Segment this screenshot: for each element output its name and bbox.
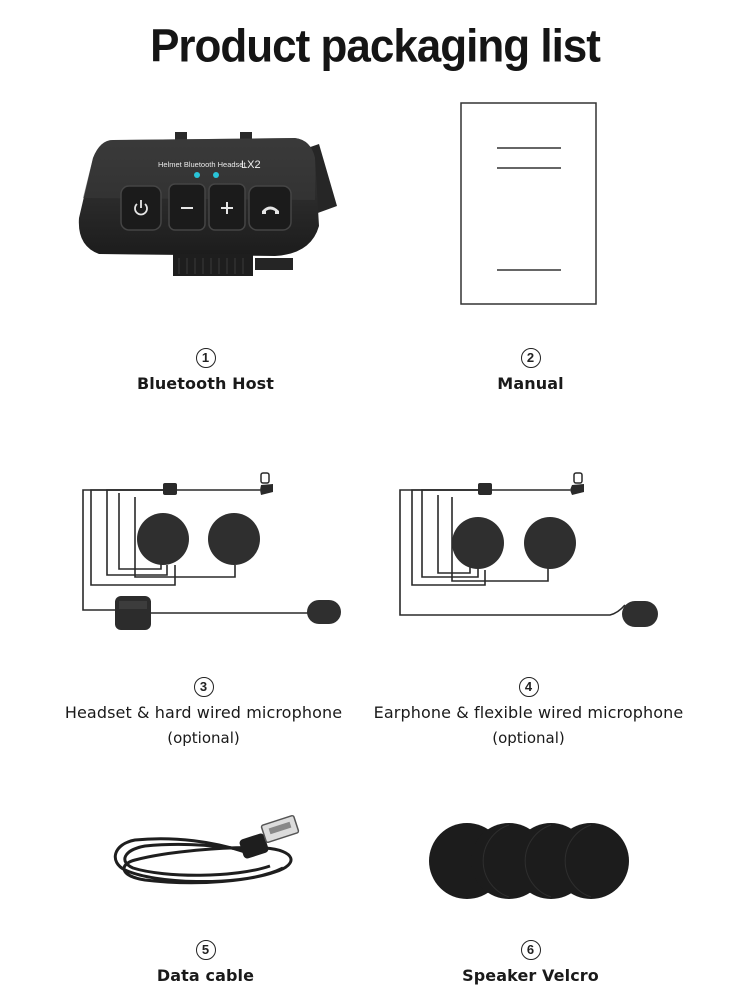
item-number: 5 — [195, 940, 216, 960]
host-model-name: LX2 — [241, 159, 261, 171]
power-icon — [134, 200, 148, 216]
item-manual: 2 Manual — [343, 348, 718, 393]
item-number: 2 — [520, 348, 541, 368]
item-label: Earphone & flexible wired microphone — [373, 703, 684, 722]
item-earphone-flexible-mic: 4 Earphone & flexible wired microphone (… — [341, 677, 716, 747]
volume-down-button[interactable] — [168, 183, 206, 231]
power-button[interactable] — [120, 185, 162, 231]
speaker-velcro-image — [429, 823, 629, 899]
headset-hard-mic-image — [82, 472, 341, 630]
data-cable-image — [113, 814, 300, 885]
item-number: 4 — [518, 677, 539, 697]
item-label: Bluetooth Host — [136, 374, 275, 393]
led-indicator-left — [194, 172, 200, 178]
bluetooth-host-image: Helmet Bluetooth Headset LX2 — [78, 132, 337, 276]
page-title: Product packaging list — [150, 20, 601, 73]
phone-icon — [262, 206, 279, 214]
item-sub-label: (optional) — [492, 729, 565, 747]
volume-up-button[interactable] — [208, 183, 246, 231]
item-data-cable: 5 Data cable — [18, 940, 393, 985]
item-number: 3 — [193, 677, 214, 697]
led-indicator-right — [213, 172, 219, 178]
item-number: 1 — [195, 348, 216, 368]
item-number: 6 — [520, 940, 541, 960]
item-speaker-velcro: 6 Speaker Velcro — [343, 940, 718, 985]
manual-image — [460, 102, 597, 305]
item-label: Headset & hard wired microphone — [64, 703, 343, 722]
item-headset-hard-mic: 3 Headset & hard wired microphone (optio… — [16, 677, 391, 747]
earphone-flexible-mic-image — [399, 472, 658, 627]
item-sub-label: (optional) — [167, 729, 240, 747]
plus-icon — [221, 202, 233, 214]
item-label: Speaker Velcro — [462, 966, 599, 985]
item-label: Data cable — [156, 966, 255, 985]
call-button[interactable] — [248, 185, 292, 231]
item-bluetooth-host: 1 Bluetooth Host — [18, 348, 393, 393]
item-label: Manual — [497, 374, 564, 393]
host-model-text: Helmet Bluetooth Headset — [158, 160, 246, 169]
